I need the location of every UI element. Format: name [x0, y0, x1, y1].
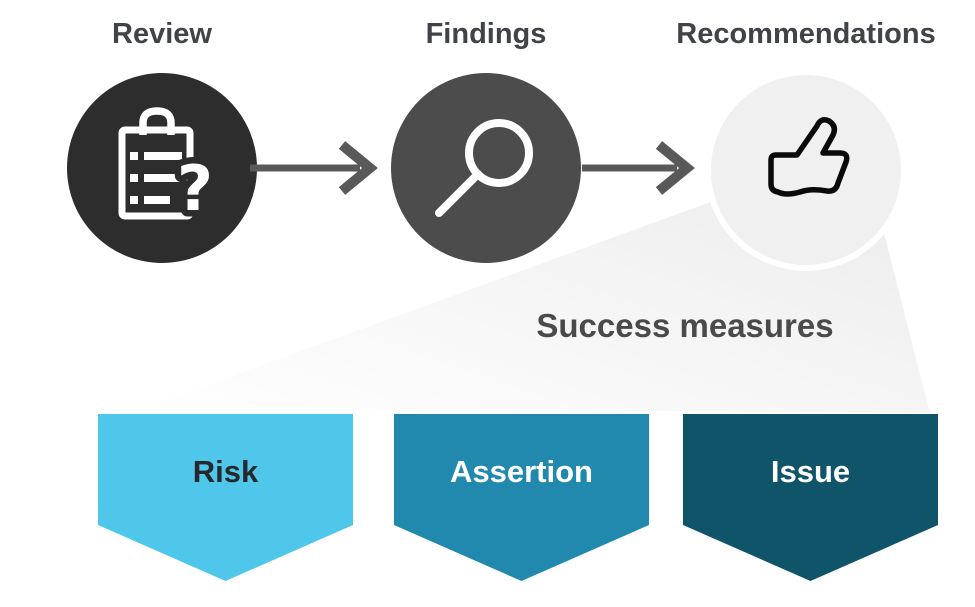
measure-label-issue: Issue [770, 454, 851, 489]
step-label-findings: Findings [425, 18, 547, 50]
step-circle-findings [391, 73, 581, 263]
measure-banner-issue: Issue [683, 414, 938, 582]
search-icon [435, 119, 533, 217]
measure-label-risk: Risk [192, 454, 259, 489]
funnel-title: Success measures [536, 307, 834, 344]
step-circle-review: ? [67, 73, 257, 263]
banner-shape-issue [683, 414, 938, 581]
arrow-review-to-findings [250, 141, 378, 195]
thumbs-up-icon [768, 117, 850, 197]
banner-shape-assertion [394, 414, 649, 581]
step-label-review: Review [112, 18, 212, 50]
measure-banner-assertion: Assertion [394, 414, 649, 582]
banner-shape-risk [98, 414, 353, 581]
measure-label-assertion: Assertion [450, 454, 593, 489]
step-label-recommendations: Recommendations [676, 18, 936, 50]
svg-text:?: ? [177, 152, 212, 224]
measure-banner-risk: Risk [98, 414, 353, 582]
clipboard-question-icon: ? [118, 107, 212, 224]
step-circle-recommendations [711, 75, 901, 265]
arrow-findings-to-recommendations [582, 141, 695, 195]
